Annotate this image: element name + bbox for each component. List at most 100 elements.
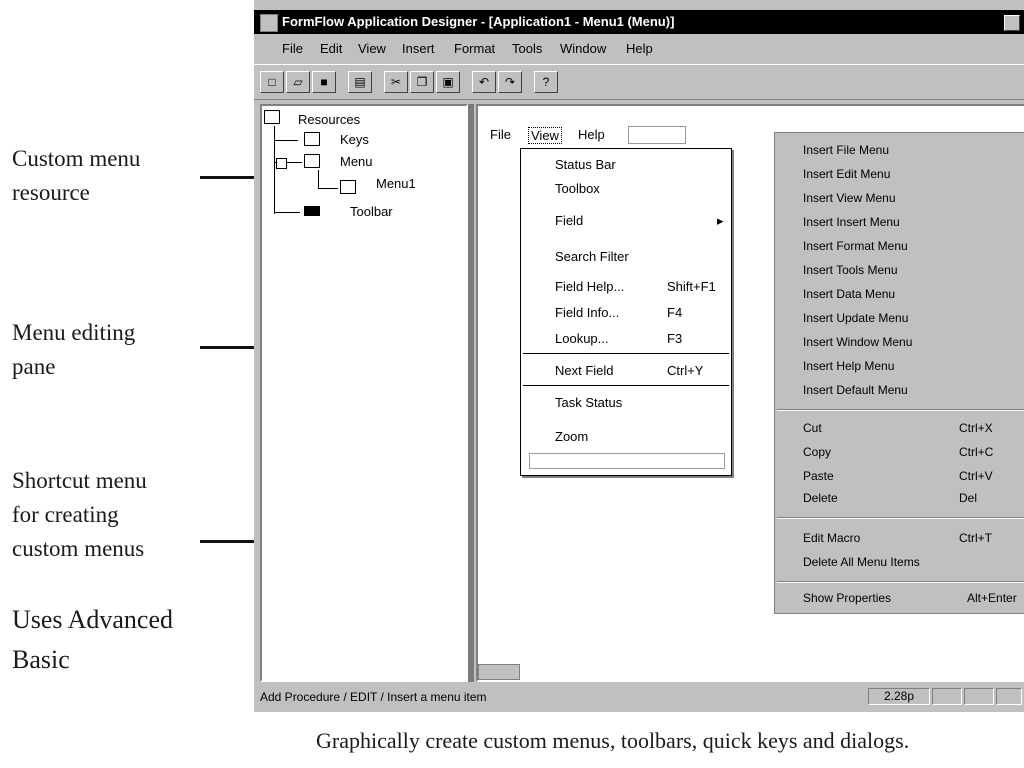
dropdown-shortcut: Ctrl+Y xyxy=(667,363,704,378)
dropdown-separator xyxy=(523,353,729,354)
context-separator xyxy=(777,581,1024,583)
save-icon[interactable]: ■ xyxy=(312,71,336,93)
dropdown-item[interactable]: Field Help... xyxy=(555,279,625,294)
menu1-icon xyxy=(340,180,356,194)
context-shortcut: Ctrl+T xyxy=(959,531,992,545)
new-item-placeholder[interactable] xyxy=(529,453,725,469)
context-macro-item[interactable]: Edit Macro xyxy=(803,531,861,545)
shortcut-context-menu: Insert File Menu Insert Edit Menu Insert… xyxy=(774,132,1024,614)
app-window: FormFlow Application Designer - [Applica… xyxy=(254,0,1024,712)
menu-tools[interactable]: Tools xyxy=(512,41,543,56)
dropdown-item[interactable]: Zoom xyxy=(555,429,589,444)
menu-help[interactable]: Help xyxy=(626,41,653,56)
menu-view[interactable]: View xyxy=(358,41,386,56)
context-edit-item[interactable]: Delete xyxy=(803,491,838,505)
title-bar: FormFlow Application Designer - [Applica… xyxy=(254,10,1024,34)
cut-icon[interactable]: ✂ xyxy=(384,71,408,93)
toolbar-icon xyxy=(304,206,320,216)
context-properties-item[interactable]: Show Properties xyxy=(803,591,892,605)
status-zoom: 2.28p xyxy=(868,688,930,705)
dropdown-item[interactable]: Field xyxy=(555,213,584,228)
context-insert-item[interactable]: Insert Edit Menu xyxy=(803,167,891,181)
resources-folder-icon xyxy=(264,110,280,124)
paste-icon[interactable]: ▣ xyxy=(436,71,460,93)
dropdown-item[interactable]: Field Info... xyxy=(555,305,620,320)
tree-item-toolbar[interactable]: Toolbar xyxy=(350,204,393,219)
menu-bar: File Edit View Insert Format Tools Windo… xyxy=(254,36,1024,62)
menu-edit[interactable]: Edit xyxy=(320,41,343,56)
print-icon[interactable]: ▤ xyxy=(348,71,372,93)
dropdown-item[interactable]: Lookup... xyxy=(555,331,609,346)
callout-advanced-basic: Uses Advanced Basic xyxy=(12,605,174,674)
callout-custom-menu-resource: Custom menu resource xyxy=(12,146,141,205)
status-message: Add Procedure / EDIT / Insert a menu ite… xyxy=(260,690,487,704)
copy-icon[interactable]: ❐ xyxy=(410,71,434,93)
context-insert-item[interactable]: Insert Window Menu xyxy=(803,335,913,349)
horizontal-scrollbar[interactable] xyxy=(478,664,520,680)
context-shortcut: Ctrl+V xyxy=(959,469,993,483)
open-icon[interactable]: ▱ xyxy=(286,71,310,93)
edited-menu-strip: File View Help xyxy=(488,124,928,146)
context-shortcut: Ctrl+C xyxy=(959,445,994,459)
menu-insert[interactable]: Insert xyxy=(402,41,435,56)
help-icon[interactable]: ? xyxy=(534,71,558,93)
tree-connector xyxy=(274,162,302,163)
context-separator xyxy=(777,409,1024,411)
context-insert-item[interactable]: Insert View Menu xyxy=(803,191,896,205)
context-edit-item[interactable]: Paste xyxy=(803,469,834,483)
redo-icon[interactable]: ↷ xyxy=(498,71,522,93)
context-insert-item[interactable]: Insert File Menu xyxy=(803,143,890,157)
context-insert-item[interactable]: Insert Help Menu xyxy=(803,359,895,373)
submenu-arrow-icon: ▸ xyxy=(717,213,724,228)
callout-menu-editing-pane: Menu editing pane xyxy=(12,320,136,379)
menu-format[interactable]: Format xyxy=(454,41,496,56)
context-insert-item[interactable]: Insert Update Menu xyxy=(803,311,909,325)
caption: Graphically create custom menus, toolbar… xyxy=(316,728,910,753)
new-icon[interactable]: □ xyxy=(260,71,284,93)
context-edit-item[interactable]: Copy xyxy=(803,445,832,459)
keys-icon xyxy=(304,132,320,146)
undo-icon[interactable]: ↶ xyxy=(472,71,496,93)
dropdown-item[interactable]: Next Field xyxy=(555,363,614,378)
dropdown-separator xyxy=(523,385,729,386)
tree-connector xyxy=(274,140,298,141)
expand-toggle[interactable] xyxy=(276,158,287,169)
menu-file[interactable]: File xyxy=(282,41,303,56)
tree-root[interactable]: Resources xyxy=(298,112,361,127)
tree-item-menu[interactable]: Menu xyxy=(340,154,373,169)
edited-menu-view[interactable]: View xyxy=(528,127,562,144)
tree-connector xyxy=(274,212,300,213)
context-edit-item[interactable]: Cut xyxy=(803,421,822,435)
menu-icon xyxy=(304,154,320,168)
context-insert-item[interactable]: Insert Insert Menu xyxy=(803,215,900,229)
status-panel xyxy=(932,688,962,705)
context-shortcut: Ctrl+X xyxy=(959,421,993,435)
status-panel xyxy=(964,688,994,705)
context-insert-item[interactable]: Insert Data Menu xyxy=(803,287,896,301)
dropdown-shortcut: F4 xyxy=(667,305,683,320)
minimize-icon[interactable] xyxy=(1004,15,1020,31)
new-menu-placeholder[interactable] xyxy=(628,126,686,144)
toolbar: □ ▱ ■ ▤ ✂ ❐ ▣ ↶ ↷ ? xyxy=(254,64,1024,100)
edited-menu-help[interactable]: Help xyxy=(578,127,605,142)
tree-item-menu1[interactable]: Menu1 xyxy=(376,176,416,191)
tree-connector xyxy=(274,126,275,214)
dropdown-item[interactable]: Status Bar xyxy=(555,157,616,172)
context-insert-item[interactable]: Insert Default Menu xyxy=(803,383,908,397)
dropdown-item[interactable]: Search Filter xyxy=(555,249,629,264)
context-macro-item[interactable]: Delete All Menu Items xyxy=(803,555,920,569)
context-insert-item[interactable]: Insert Format Menu xyxy=(803,239,908,253)
tree-item-keys[interactable]: Keys xyxy=(340,132,369,147)
callout-line-custom-menu xyxy=(200,176,272,179)
context-separator xyxy=(777,517,1024,519)
callout-shortcut-menu: Shortcut menu for creating custom menus xyxy=(12,468,147,561)
menu-window[interactable]: Window xyxy=(560,41,607,56)
app-icon[interactable] xyxy=(260,14,278,32)
context-shortcut: Alt+Enter xyxy=(967,591,1017,605)
dropdown-item[interactable]: Toolbox xyxy=(555,181,600,196)
dropdown-item[interactable]: Task Status xyxy=(555,395,623,410)
edited-menu-file[interactable]: File xyxy=(490,127,511,142)
context-insert-item[interactable]: Insert Tools Menu xyxy=(803,263,898,277)
view-dropdown-menu: Status Bar Toolbox Field ▸ Search Filter… xyxy=(520,148,732,476)
pane-splitter[interactable] xyxy=(468,104,474,682)
